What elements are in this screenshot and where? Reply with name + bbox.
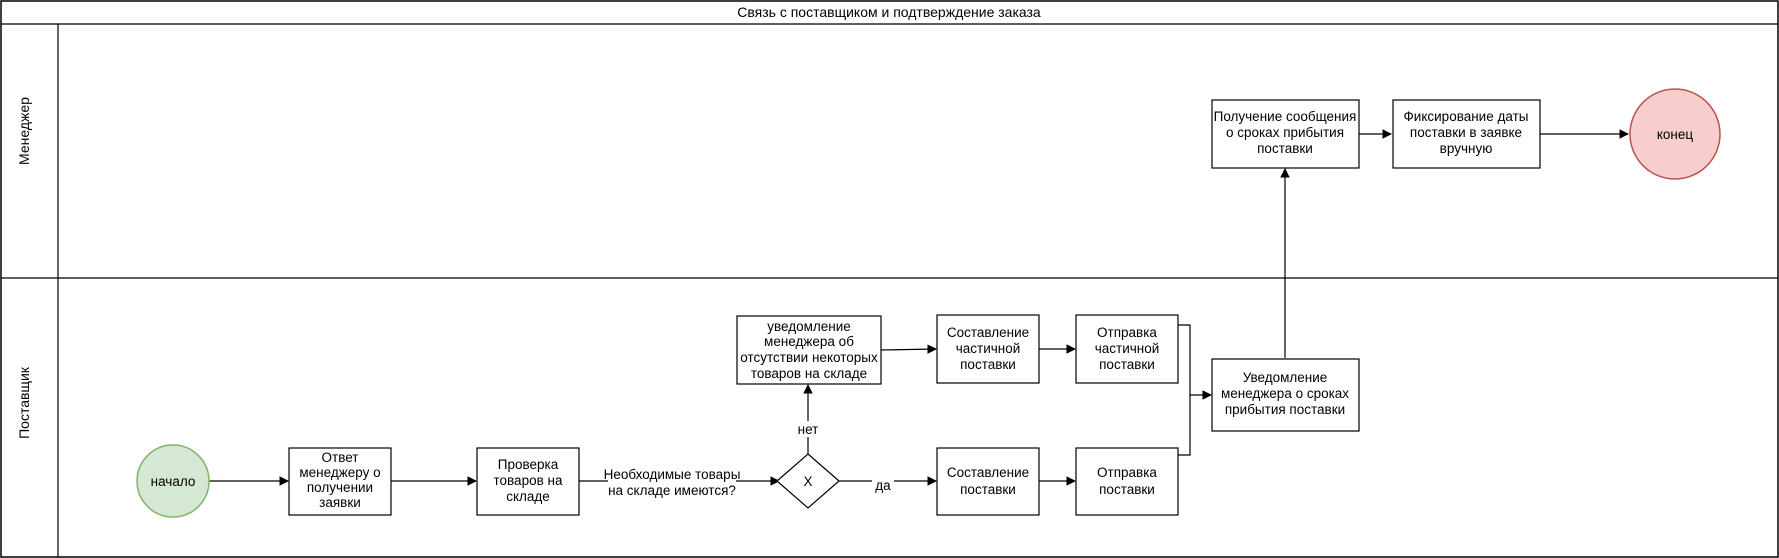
svg-text:поставки: поставки: [1257, 141, 1313, 156]
svg-text:товаров на складе: товаров на складе: [751, 366, 867, 381]
svg-text:поставки: поставки: [1099, 482, 1155, 497]
lane-label-supplier: Поставщик: [16, 366, 32, 439]
edge-label-no: нет: [795, 421, 821, 437]
svg-text:складе: складе: [506, 489, 550, 504]
svg-text:поставки в заявке: поставки в заявке: [1410, 125, 1522, 140]
svg-text:Фиксирование даты: Фиксирование даты: [1404, 109, 1529, 124]
svg-text:заявки: заявки: [319, 495, 361, 510]
svg-text:менеджера о сроках: менеджера о сроках: [1221, 386, 1349, 401]
svg-text:Необходимые товары: Необходимые товары: [604, 467, 741, 482]
end-event[interactable]: конец: [1629, 88, 1721, 180]
task-notify-terms[interactable]: Уведомление менеджера о сроках прибытия …: [1211, 358, 1360, 432]
svg-text:на складе имеются?: на складе имеются?: [608, 483, 736, 498]
task-send-partial[interactable]: Отправка частичной поставки: [1075, 314, 1179, 384]
svg-text:Проверка: Проверка: [498, 457, 559, 472]
edge-send-notifyterms: [1178, 390, 1212, 456]
svg-text:менеджеру о: менеджеру о: [299, 465, 380, 480]
svg-text:менеджера об: менеджера об: [764, 334, 854, 349]
exclusive-gateway[interactable]: X: [776, 453, 840, 509]
task-fix-date[interactable]: Фиксирование даты поставки в заявке вруч…: [1392, 99, 1541, 169]
svg-text:да: да: [875, 478, 891, 493]
svg-text:Получение сообщения: Получение сообщения: [1214, 109, 1357, 124]
diagram-title: Связь с поставщиком и подтверждение зака…: [737, 4, 1041, 20]
svg-text:отсутствии некоторых: отсутствии некоторых: [740, 350, 878, 365]
svg-text:Отправка: Отправка: [1097, 465, 1157, 480]
svg-text:частичной: частичной: [956, 341, 1021, 356]
svg-text:Уведомление: Уведомление: [1243, 370, 1328, 385]
lane-label-manager: Менеджер: [16, 97, 32, 165]
svg-text:Отправка: Отправка: [1097, 325, 1157, 340]
edge-label-question: Необходимые товары на складе имеются?: [604, 466, 741, 500]
task-send[interactable]: Отправка поставки: [1075, 447, 1179, 516]
start-event[interactable]: начало: [136, 444, 210, 518]
gateway-marker: X: [803, 474, 812, 489]
task-notify-absent[interactable]: уведомление менеджера об отсутствии неко…: [736, 315, 882, 385]
svg-text:прибытия поставки: прибытия поставки: [1225, 402, 1345, 417]
end-event-label: конец: [1657, 127, 1694, 142]
svg-text:Ответ: Ответ: [322, 450, 359, 465]
svg-text:частичной: частичной: [1095, 341, 1160, 356]
edge-sendpartial-notifyterms: [1178, 324, 1191, 395]
task-compose-partial[interactable]: Составление частичной поставки: [936, 314, 1040, 384]
edge-notify-partial: [880, 344, 937, 354]
svg-text:нет: нет: [798, 422, 819, 437]
task-receive-terms[interactable]: Получение сообщения о сроках прибытия по…: [1211, 99, 1360, 169]
svg-text:товаров на: товаров на: [494, 473, 563, 488]
task-compose[interactable]: Составление поставки: [936, 447, 1040, 516]
svg-text:о сроках прибытия: о сроках прибытия: [1226, 125, 1344, 140]
edge-label-yes: да: [872, 477, 894, 493]
svg-text:поставки: поставки: [1099, 357, 1155, 372]
svg-text:Составление: Составление: [947, 325, 1029, 340]
svg-text:вручную: вручную: [1440, 141, 1493, 156]
task-reply-manager[interactable]: Ответ менеджеру о получении заявки: [288, 447, 392, 516]
svg-text:уведомление: уведомление: [767, 319, 851, 334]
start-event-label: начало: [151, 474, 196, 489]
svg-text:поставки: поставки: [960, 357, 1016, 372]
svg-text:поставки: поставки: [960, 482, 1016, 497]
task-check-stock[interactable]: Проверка товаров на складе: [476, 447, 580, 516]
svg-text:получении: получении: [307, 480, 373, 495]
svg-text:Составление: Составление: [947, 465, 1029, 480]
